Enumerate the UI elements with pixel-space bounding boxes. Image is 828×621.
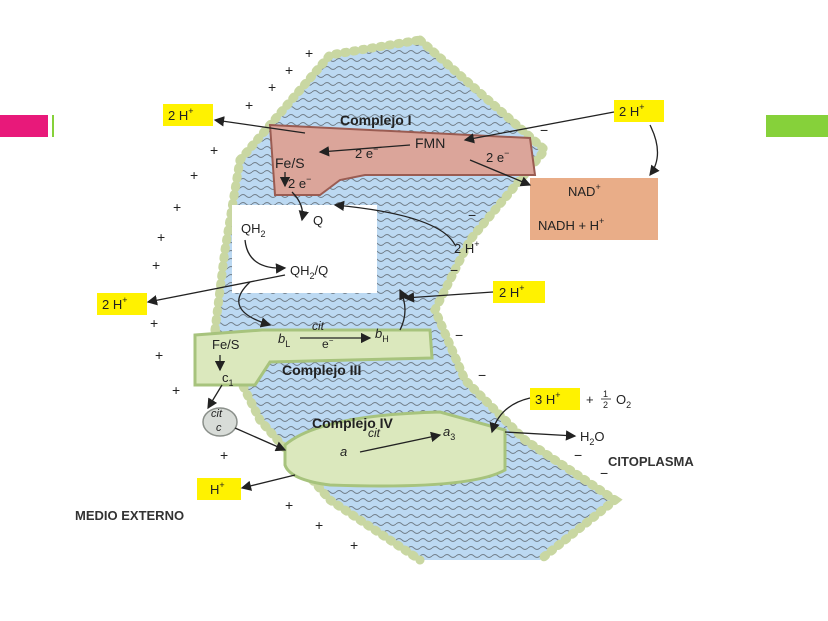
complex-1-label: Complejo I (340, 112, 412, 128)
quinone-region: Q QH2 QH2/Q (232, 205, 377, 293)
complex-3-label: Complejo III (282, 362, 361, 378)
arrow-2h-in (333, 200, 456, 246)
arrow-a-a3 (359, 431, 442, 453)
minus-sign: − (478, 367, 486, 383)
arrow-nadh-fmn (649, 124, 660, 177)
oxygen-label: + (586, 392, 594, 407)
arrow-h-in-2 (463, 111, 615, 144)
plus-sign: + (220, 447, 228, 463)
h-label-3: 2 H+ (454, 239, 480, 256)
arrow-h-out-1 (213, 116, 306, 134)
plus-sign: + (210, 142, 218, 158)
plus-sign: + (152, 257, 160, 273)
arrow-c-a (234, 427, 287, 452)
qh2q-label: QH2/Q (290, 263, 328, 281)
a3-label: a3 (443, 424, 455, 442)
minus-sign: − (574, 447, 582, 463)
plus-sign: + (157, 229, 165, 245)
complex-3: Fe/S c1 bL cit e− bH Complejo III (193, 319, 434, 388)
membrane-charges: + + + + + + + + + + + + + + + + − − − − … (150, 45, 608, 553)
c-label: c (216, 422, 222, 434)
plus-sign: + (285, 497, 293, 513)
arrow-qh2-qh2q (244, 239, 287, 274)
arrow-c1-c (207, 384, 223, 410)
plus-sign: + (245, 97, 253, 113)
plus-sign: + (150, 315, 158, 331)
plus-sign: + (305, 45, 313, 61)
electrons-label: 2 e− (355, 144, 378, 161)
a-label: a (340, 444, 347, 459)
cit-label-1: cit (312, 319, 325, 333)
h-label-7: H+ (210, 480, 225, 497)
plus-sign: + (172, 382, 180, 398)
proton-labels: 2 H+ 2 H+ 2 H+ 2 H+ 2 H+ 3 H+ + 1 2 O2 H… (97, 100, 664, 500)
plus-sign: + (315, 517, 323, 533)
e-label: e− (322, 336, 334, 351)
flow-arrows (146, 111, 660, 491)
citoplasma-label: CITOPLASMA (608, 454, 694, 469)
q-label: Q (313, 213, 323, 228)
plus-sign: + (350, 537, 358, 553)
cit-label-2: cit (368, 426, 381, 440)
qh2-label: QH2 (241, 221, 266, 239)
fes-label-3: Fe/S (212, 337, 240, 352)
minus-sign: − (600, 465, 608, 481)
left-accent-tick (52, 115, 54, 137)
arrow-2h-in-5 (403, 291, 494, 303)
c1-label: c1 (222, 370, 234, 388)
complex-4-label: Complejo IV (312, 415, 394, 431)
water-label: H2O (580, 429, 605, 447)
nadh-label: NADH + H+ (538, 216, 604, 233)
fmn-label: FMN (415, 135, 445, 151)
right-accent-bar (766, 115, 828, 137)
minus-sign: − (540, 122, 548, 138)
fes-label-1: Fe/S (275, 155, 305, 171)
arrow-nad (469, 159, 532, 187)
electrons-label: 2 e− (486, 148, 509, 165)
half-fraction-num: 1 (603, 389, 608, 399)
arrow-fmn-fes (318, 144, 411, 157)
plus-sign: + (155, 347, 163, 363)
medio-externo-label: MEDIO EXTERNO (75, 508, 184, 523)
h-label-5: 2 H+ (499, 283, 525, 300)
minus-sign: − (450, 262, 458, 278)
plus-sign: + (285, 62, 293, 78)
minus-sign: − (455, 327, 463, 343)
left-accent-bar (0, 115, 48, 137)
arrow-bh-q (399, 288, 409, 331)
cit-label-3: cit (211, 408, 223, 420)
half-fraction-den: 2 (603, 400, 608, 410)
complex-4: Complejo IV cit a a3 (283, 410, 507, 488)
electrons-label: 2 e− (288, 174, 311, 191)
cytochrome-c: cit c (202, 407, 238, 437)
h-label-1: 2 H+ (168, 106, 194, 123)
plus-sign: + (190, 167, 198, 183)
arrow-to-h2o (504, 430, 577, 441)
nad-label: NAD+ (568, 182, 601, 199)
arrow-qh2q-bl (238, 281, 272, 328)
arrow-qh2q-out (146, 274, 286, 306)
arrow-3h-in (489, 397, 531, 434)
o2-label: O2 (616, 392, 631, 410)
plus-sign: + (268, 79, 276, 95)
arrow-e-q (291, 191, 309, 222)
bl-label: bL (278, 331, 290, 349)
minus-sign: − (468, 207, 476, 223)
h-label-2: 2 H+ (619, 102, 645, 119)
plus-sign: + (173, 199, 181, 215)
nad-box: NAD+ NADH + H+ (530, 178, 658, 240)
h-label-4: 2 H+ (102, 295, 128, 312)
bh-label: bH (375, 326, 389, 344)
arrow-h-out-7 (240, 474, 296, 491)
h-label-6: 3 H+ (535, 390, 561, 407)
